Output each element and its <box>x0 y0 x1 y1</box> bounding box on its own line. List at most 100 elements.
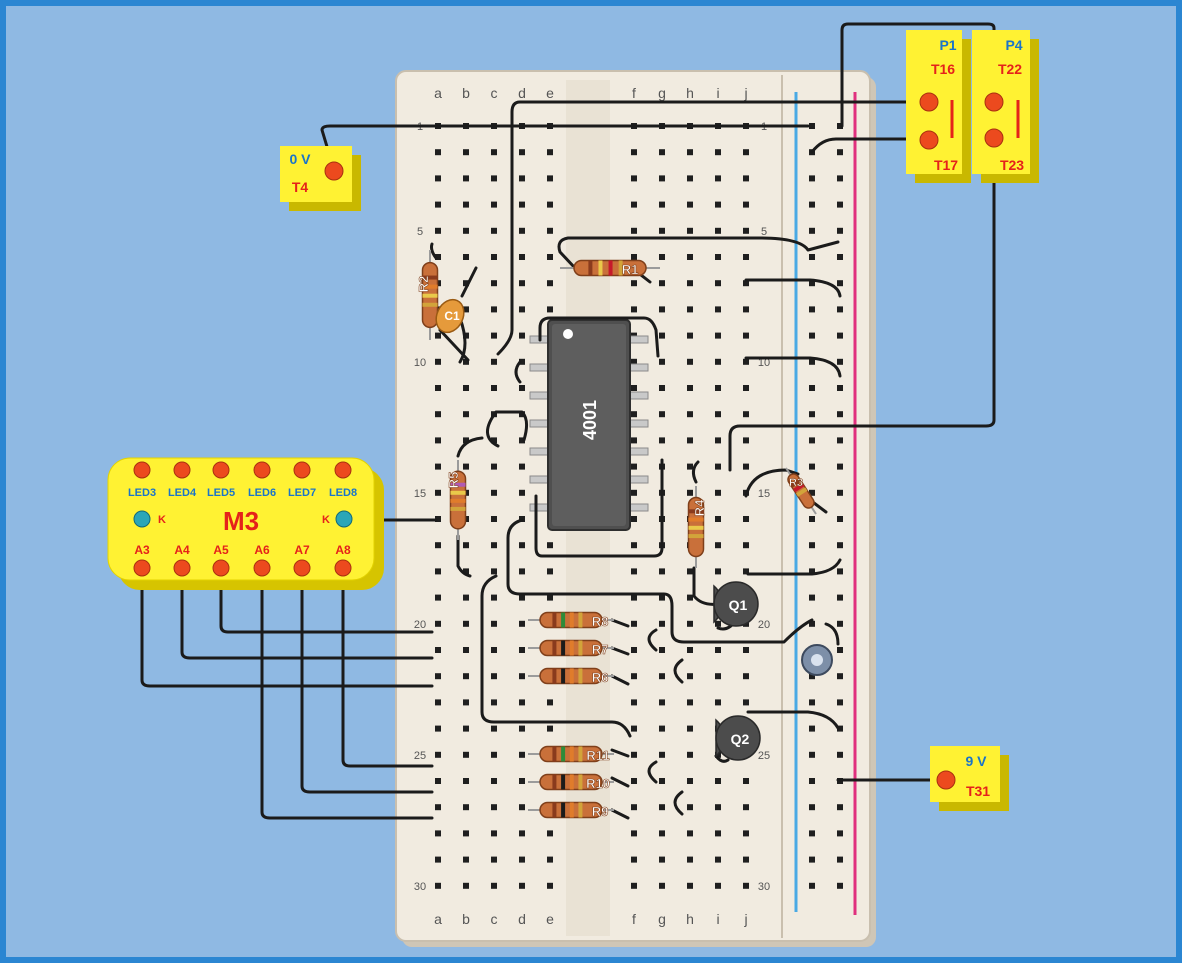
column-label-bottom-j: j <box>743 911 747 927</box>
resistor-r1: R1 <box>560 259 660 277</box>
resistor-r6-label: R6 <box>592 670 609 685</box>
column-label-top-f: f <box>632 85 636 101</box>
ic-4001: 4001 <box>529 319 649 531</box>
m3-k-label-right: K <box>322 514 330 526</box>
resistor-r11-label: R11 <box>586 748 609 763</box>
p4-terminal-t22 <box>984 92 1004 112</box>
wire-r1-left <box>557 236 840 270</box>
p1-bottom-label: T17 <box>934 157 958 173</box>
terminal-t31: 9 V T31 <box>930 746 1009 811</box>
m3-anode-label-3: A3 <box>134 543 150 557</box>
transistor-q2: Q2 <box>715 715 761 761</box>
wire-r5-bottom <box>456 534 472 578</box>
resistor-r7: R7 <box>528 639 614 657</box>
p1-top-label: T16 <box>931 61 955 77</box>
t4-terminal <box>324 161 344 181</box>
row-marker-right-5: 5 <box>761 226 767 238</box>
column-label-bottom-a: a <box>434 911 442 927</box>
transistor-q2-label: Q2 <box>731 731 750 747</box>
wire-chip-left <box>486 410 529 448</box>
m3-k-label-left: K <box>158 514 166 526</box>
terminal-p1: P1 T16 T17 <box>906 30 971 183</box>
row-marker-left-25: 25 <box>414 750 426 762</box>
p4-name: P4 <box>1005 37 1022 53</box>
m3-anode-terminal-3 <box>133 559 151 577</box>
wire-row-11 <box>744 356 842 378</box>
m3-led-terminal-5 <box>212 461 230 479</box>
wire-row-17 <box>480 574 632 738</box>
resistor-r11: R11 <box>528 745 614 763</box>
m3-anode-label-8: A8 <box>335 543 351 557</box>
t4-top-label: 0 V <box>289 151 311 167</box>
resistor-r2: R2 <box>416 250 439 340</box>
wire-r9-r11-tails <box>610 748 630 820</box>
p1-terminal-t17 <box>919 130 939 150</box>
m3-anode-terminal-4 <box>173 559 191 577</box>
wire-q2-base <box>714 754 730 763</box>
transistor-q1-label: Q1 <box>729 597 748 613</box>
m3-title: M3 <box>223 506 259 536</box>
t31-top-label: 9 V <box>965 753 987 769</box>
column-label-top-b: b <box>462 85 470 101</box>
m3-led-terminal-4 <box>173 461 191 479</box>
terminal-t4: 0 V T4 <box>280 146 361 211</box>
p4-top-label: T22 <box>998 61 1022 77</box>
t31-bottom-label: T31 <box>966 783 990 799</box>
m3-led-label-6: LED6 <box>248 487 276 499</box>
column-label-bottom-f: f <box>632 911 636 927</box>
wire-r4-top <box>691 460 700 484</box>
resistor-r1-label: R1 <box>622 262 639 277</box>
column-label-top-e: e <box>546 85 554 101</box>
electrolytic-capacitor <box>801 644 833 676</box>
resistor-r9-label: R9 <box>592 804 609 819</box>
resistor-r8-label: R8 <box>592 614 609 629</box>
resistor-r4-label: R4 <box>692 499 707 516</box>
transistor-q1: Q1 <box>713 581 759 627</box>
wire-a7 <box>300 564 434 794</box>
m3-k-terminal-right <box>335 510 353 528</box>
resistor-r4: R4 <box>687 486 707 568</box>
t4-bottom-label: T4 <box>292 179 309 195</box>
wire-q1-emitter <box>746 558 842 576</box>
column-label-top-j: j <box>743 85 747 101</box>
resistor-r5-label: R5 <box>446 472 461 489</box>
wire-p4-top <box>840 22 996 128</box>
row-marker-left-5: 5 <box>417 226 423 238</box>
m3-anode-label-4: A4 <box>174 543 190 557</box>
m3-anode-terminal-8 <box>334 559 352 577</box>
column-label-bottom-b: b <box>462 911 470 927</box>
p4-bottom-label: T23 <box>1000 157 1024 173</box>
row-marker-right-15: 15 <box>758 488 770 500</box>
capacitor-c1: C1 <box>435 298 465 334</box>
column-label-top-h: h <box>686 85 694 101</box>
p4-terminal-t23 <box>984 128 1004 148</box>
column-label-bottom-c: c <box>491 911 498 927</box>
resistor-r9: R9 <box>528 801 614 819</box>
m3-led-terminal-3 <box>133 461 151 479</box>
wire-a3 <box>140 564 434 688</box>
column-label-bottom-i: i <box>716 911 719 927</box>
chip-label: 4001 <box>580 400 600 440</box>
wire-r2-c1 <box>430 242 478 364</box>
wire-p4-bottom <box>728 136 996 472</box>
row-marker-left-15: 15 <box>414 488 426 500</box>
resistor-r6: R6 <box>528 667 614 685</box>
m3-anode-terminal-7 <box>293 559 311 577</box>
capacitor-c1-label: C1 <box>444 309 460 323</box>
m3-led-terminal-8 <box>334 461 352 479</box>
column-label-bottom-d: d <box>518 911 526 927</box>
resistor-r3: R3 <box>785 467 817 515</box>
resistor-r8: R8 <box>528 611 614 629</box>
m3-anode-label-7: A7 <box>294 543 310 557</box>
m3-anode-label-5: A5 <box>213 543 229 557</box>
column-label-top-d: d <box>518 85 526 101</box>
terminal-p4: P4 T22 T23 <box>972 30 1039 183</box>
m3-led-label-7: LED7 <box>288 487 316 499</box>
resistor-r3-label: R3 <box>789 477 803 489</box>
p1-terminal-t16 <box>919 92 939 112</box>
wire-cap-rail <box>824 622 840 646</box>
m3-led-label-4: LED4 <box>168 487 197 499</box>
